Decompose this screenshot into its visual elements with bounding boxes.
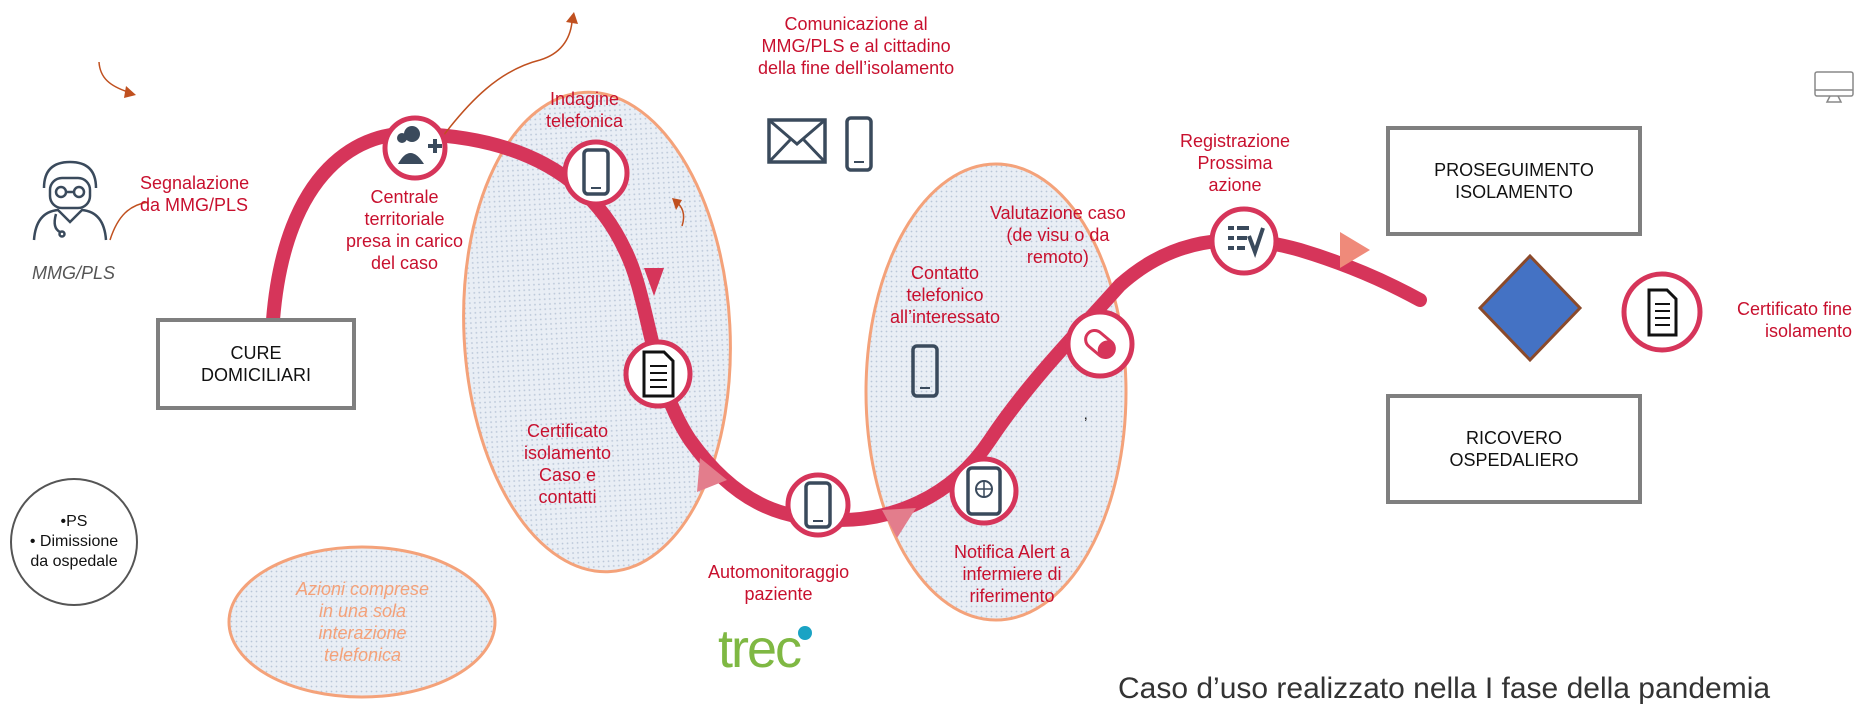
smartphone-icon-comunicazione [845, 116, 873, 172]
path-arrow-2 [697, 458, 727, 492]
pill-icon [1065, 309, 1135, 379]
ellipse-indagine-group [462, 90, 732, 574]
orange-arrow-top [439, 12, 578, 141]
checklist-icon [1209, 206, 1279, 276]
label-mmg: MMG/PLS [32, 263, 116, 283]
treco-logo: trec [718, 618, 813, 680]
label-valutazione: Valutazione caso(de visu o da remoto) [990, 203, 1126, 267]
ps-dimissione-circle: •PS • Dimissione da ospedale [10, 478, 138, 606]
orange-arrow-mmg [109, 201, 149, 241]
document-icon-certificato [623, 339, 693, 409]
orange-arrow-left [98, 61, 136, 98]
users-plus-icon [382, 115, 448, 181]
tablet-globe-icon [949, 456, 1019, 526]
legend-ellipse [227, 545, 497, 699]
doctor-icon [32, 160, 108, 241]
path-arrow-3 [882, 508, 916, 538]
path-arrow-1 [644, 268, 664, 296]
decision-diamond [1477, 253, 1583, 363]
ellipse-valutazione-group [864, 162, 1128, 622]
caption: Caso d’uso realizzato nella I fase della… [1118, 672, 1771, 705]
envelope-icon [767, 118, 827, 164]
smartphone-icon-automonitoraggio [785, 472, 851, 538]
orange-arrow-small [672, 198, 685, 227]
document-icon-fine [1621, 271, 1703, 353]
smartphone-icon-contatto [911, 344, 939, 398]
small-mark: ʼ [1084, 416, 1088, 433]
path-arrow-4 [1340, 232, 1370, 268]
monitor-icon[interactable] [1814, 71, 1854, 103]
smartphone-icon-indagine [562, 139, 630, 207]
